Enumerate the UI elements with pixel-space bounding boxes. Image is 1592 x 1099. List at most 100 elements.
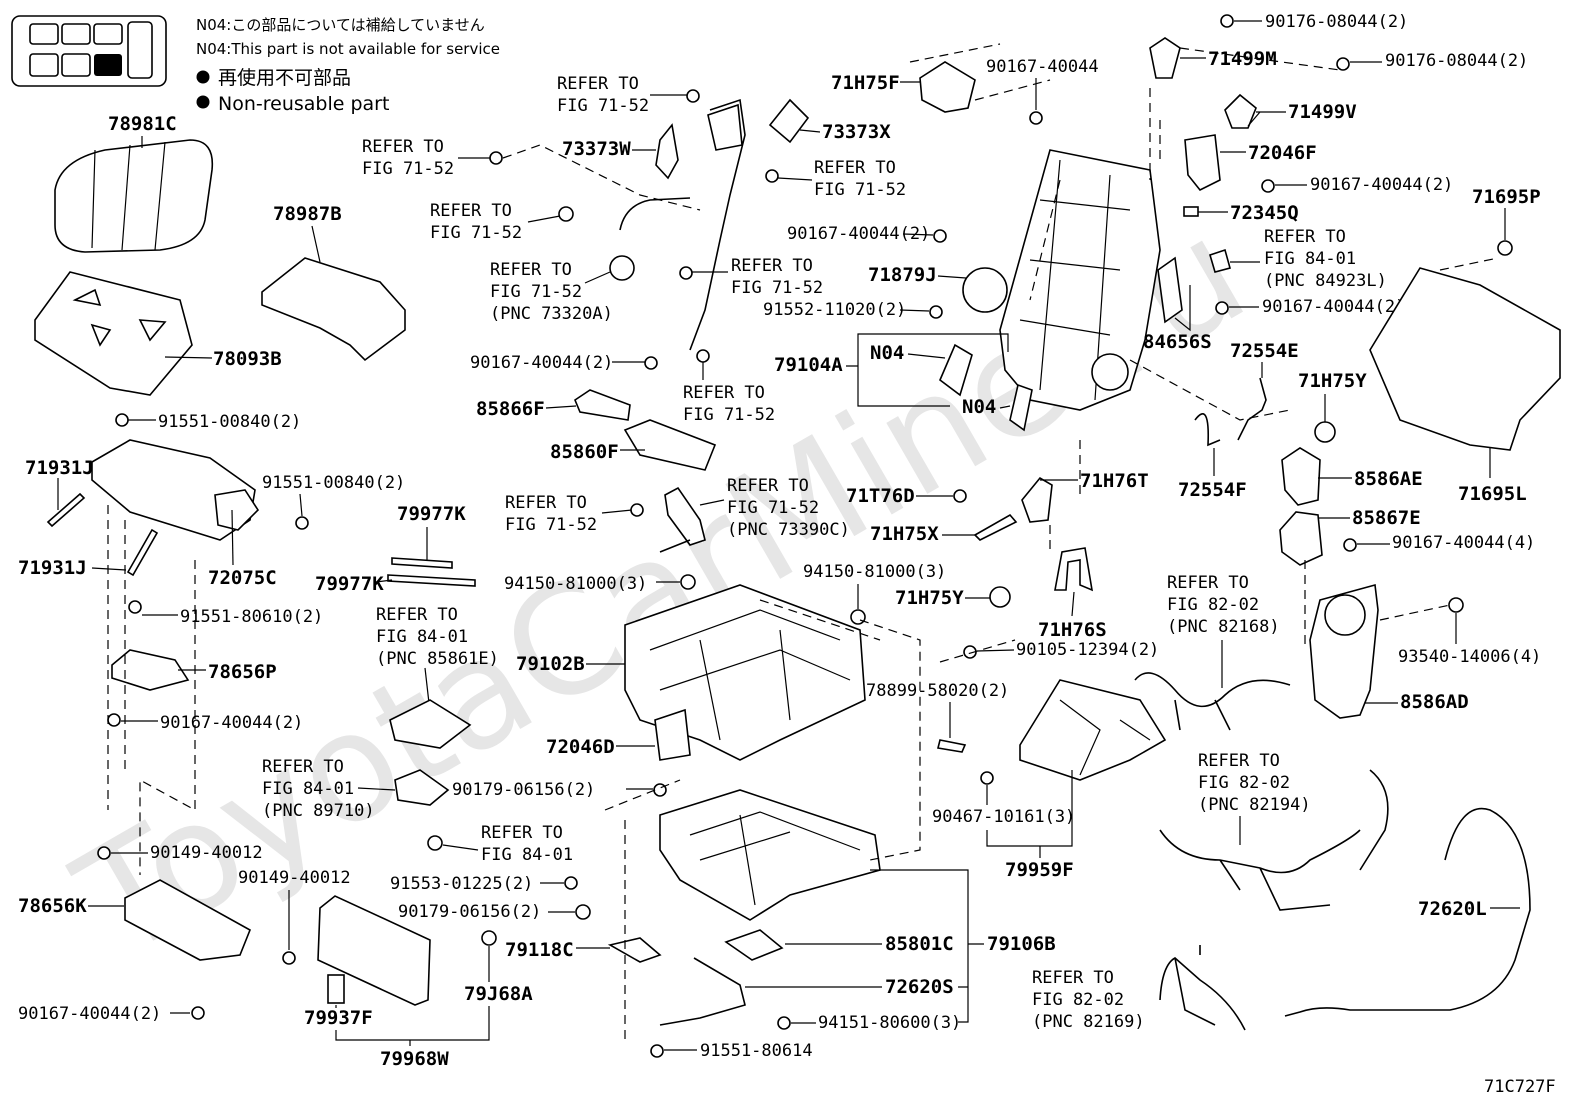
refer-label[interactable]: FIG 71-52 xyxy=(430,223,522,243)
part-label-90149-40012-a[interactable]: 90149-40012 xyxy=(150,843,263,863)
part-label-90179-06156-a[interactable]: 90179-06156(2) xyxy=(452,780,595,800)
part-label-78656K[interactable]: 78656K xyxy=(18,895,87,917)
part-label-85860F[interactable]: 85860F xyxy=(550,441,619,463)
part-label-79106B[interactable]: 79106B xyxy=(987,933,1056,955)
part-label-79104A[interactable]: 79104A xyxy=(774,354,843,376)
part-label-71931J-a[interactable]: 71931J xyxy=(25,457,94,479)
part-label-90467-10161[interactable]: 90467-10161(3) xyxy=(932,807,1075,827)
refer-label[interactable]: FIG 84-01 xyxy=(376,627,468,647)
refer-label[interactable]: FIG 82-02 xyxy=(1198,773,1290,793)
part-label-90167-40044-r2[interactable]: 90167-40044(2) xyxy=(1262,297,1405,317)
part-label-71H76T[interactable]: 71H76T xyxy=(1080,470,1149,492)
part-label-71695P[interactable]: 71695P xyxy=(1472,186,1541,208)
part-label-72046F[interactable]: 72046F xyxy=(1248,142,1317,164)
refer-label[interactable]: REFER TO xyxy=(262,757,344,777)
part-label-78656P[interactable]: 78656P xyxy=(208,661,277,683)
part-label-90167-40044-bl[interactable]: 90167-40044(2) xyxy=(18,1004,161,1024)
part-label-73373W[interactable]: 73373W xyxy=(562,138,631,160)
refer-label[interactable]: FIG 71-52 xyxy=(505,515,597,535)
part-label-78899-58020[interactable]: 78899-58020(2) xyxy=(866,681,1009,701)
part-label-79J68A[interactable]: 79J68A xyxy=(464,983,533,1005)
refer-label[interactable]: REFER TO xyxy=(1032,968,1114,988)
part-label-72345Q[interactable]: 72345Q xyxy=(1230,202,1299,224)
refer-label[interactable]: FIG 82-02 xyxy=(1167,595,1259,615)
part-label-72620L[interactable]: 72620L xyxy=(1418,898,1487,920)
part-label-79968W[interactable]: 79968W xyxy=(380,1048,449,1070)
part-label-90105-12394[interactable]: 90105-12394(2) xyxy=(1016,640,1159,660)
part-label-8586AD[interactable]: 8586AD xyxy=(1400,691,1469,713)
part-label-90167-40044-t[interactable]: 90167-40044 xyxy=(986,57,1099,77)
part-label-91552-11020[interactable]: 91552-11020(2) xyxy=(763,300,906,320)
part-label-79977K-a[interactable]: 79977K xyxy=(397,503,466,525)
refer-label[interactable]: REFER TO xyxy=(731,256,813,276)
part-label-91551-00840-a[interactable]: 91551-00840(2) xyxy=(158,412,301,432)
part-label-72620S[interactable]: 72620S xyxy=(885,976,954,998)
refer-label[interactable]: FIG 82-02 xyxy=(1032,990,1124,1010)
part-label-94150-81000-a[interactable]: 94150-81000(3) xyxy=(504,574,647,594)
part-label-71T76D[interactable]: 71T76D xyxy=(846,485,915,507)
part-label-79118C[interactable]: 79118C xyxy=(505,939,574,961)
part-label-71499V[interactable]: 71499V xyxy=(1288,101,1357,123)
refer-label[interactable]: REFER TO xyxy=(683,383,765,403)
part-label-71H75F[interactable]: 71H75F xyxy=(831,72,900,94)
part-label-85866F[interactable]: 85866F xyxy=(476,398,545,420)
refer-label[interactable]: REFER TO xyxy=(1264,227,1346,247)
part-label-91551-80610[interactable]: 91551-80610(2) xyxy=(180,607,323,627)
part-label-90167-40044-l[interactable]: 90167-40044(2) xyxy=(160,713,303,733)
refer-label[interactable]: (PNC 73320A) xyxy=(490,304,613,324)
part-label-90167-40044-r1[interactable]: 90167-40044(2) xyxy=(1310,175,1453,195)
refer-label[interactable]: (PNC 82168) xyxy=(1167,617,1280,637)
part-label-79937F[interactable]: 79937F xyxy=(304,1007,373,1029)
part-label-91551-80614[interactable]: 91551-80614 xyxy=(700,1041,813,1061)
part-label-85867E[interactable]: 85867E xyxy=(1352,507,1421,529)
part-label-72075C[interactable]: 72075C xyxy=(208,567,277,589)
refer-label[interactable]: FIG 71-52 xyxy=(814,180,906,200)
refer-label[interactable]: FIG 71-52 xyxy=(731,278,823,298)
refer-label[interactable]: REFER TO xyxy=(1167,573,1249,593)
part-label-91553-01225[interactable]: 91553-01225(2) xyxy=(390,874,533,894)
part-label-91551-00840-b[interactable]: 91551-00840(2) xyxy=(262,473,405,493)
part-label-79959F[interactable]: 79959F xyxy=(1005,859,1074,881)
part-label-90167-40044-c[interactable]: 90167-40044(2) xyxy=(787,224,930,244)
part-label-93540-14006[interactable]: 93540-14006(4) xyxy=(1398,647,1541,667)
refer-label[interactable]: FIG 84-01 xyxy=(262,779,354,799)
part-label-78981C[interactable]: 78981C xyxy=(108,113,177,135)
part-label-79977K-b[interactable]: 79977K xyxy=(315,573,384,595)
part-label-N04-b[interactable]: N04 xyxy=(962,396,996,418)
refer-label[interactable]: REFER TO xyxy=(362,137,444,157)
refer-label[interactable]: FIG 71-52 xyxy=(362,159,454,179)
refer-label[interactable]: (PNC 84923L) xyxy=(1264,271,1387,291)
part-label-90167-40044-r3[interactable]: 90167-40044(4) xyxy=(1392,533,1535,553)
part-label-71879J[interactable]: 71879J xyxy=(868,264,937,286)
refer-label[interactable]: (PNC 73390C) xyxy=(727,520,850,540)
refer-label[interactable]: REFER TO xyxy=(814,158,896,178)
part-label-73373X[interactable]: 73373X xyxy=(822,121,891,143)
part-label-71H75Y-a[interactable]: 71H75Y xyxy=(895,587,964,609)
part-label-94151-80600[interactable]: 94151-80600(3) xyxy=(818,1013,961,1033)
refer-label[interactable]: FIG 71-52 xyxy=(683,405,775,425)
refer-label[interactable]: REFER TO xyxy=(505,493,587,513)
refer-label[interactable]: FIG 84-01 xyxy=(1264,249,1356,269)
part-label-90149-40012-b[interactable]: 90149-40012 xyxy=(238,868,351,888)
refer-label[interactable]: REFER TO xyxy=(490,260,572,280)
part-label-78987B[interactable]: 78987B xyxy=(273,203,342,225)
part-label-78093B[interactable]: 78093B xyxy=(213,348,282,370)
part-label-90167-40044-m[interactable]: 90167-40044(2) xyxy=(470,353,613,373)
part-label-85801C[interactable]: 85801C xyxy=(885,933,954,955)
part-label-71H75Y-b[interactable]: 71H75Y xyxy=(1298,370,1367,392)
refer-label[interactable]: (PNC 82194) xyxy=(1198,795,1311,815)
part-label-N04-a[interactable]: N04 xyxy=(870,342,904,364)
part-label-71695L[interactable]: 71695L xyxy=(1458,483,1527,505)
part-label-90179-06156-b[interactable]: 90179-06156(2) xyxy=(398,902,541,922)
part-label-8586AE[interactable]: 8586AE xyxy=(1354,468,1423,490)
part-label-72046D[interactable]: 72046D xyxy=(546,736,615,758)
refer-label[interactable]: (PNC 85861E) xyxy=(376,649,499,669)
part-label-90176-08044-b[interactable]: 90176-08044(2) xyxy=(1385,51,1528,71)
part-label-79102B[interactable]: 79102B xyxy=(516,653,585,675)
refer-label[interactable]: REFER TO xyxy=(727,476,809,496)
refer-label[interactable]: (PNC 82169) xyxy=(1032,1012,1145,1032)
part-label-71931J-b[interactable]: 71931J xyxy=(18,557,87,579)
refer-label[interactable]: FIG 71-52 xyxy=(557,96,649,116)
part-label-71H76S[interactable]: 71H76S xyxy=(1038,619,1107,641)
part-label-71H75X[interactable]: 71H75X xyxy=(870,523,939,545)
